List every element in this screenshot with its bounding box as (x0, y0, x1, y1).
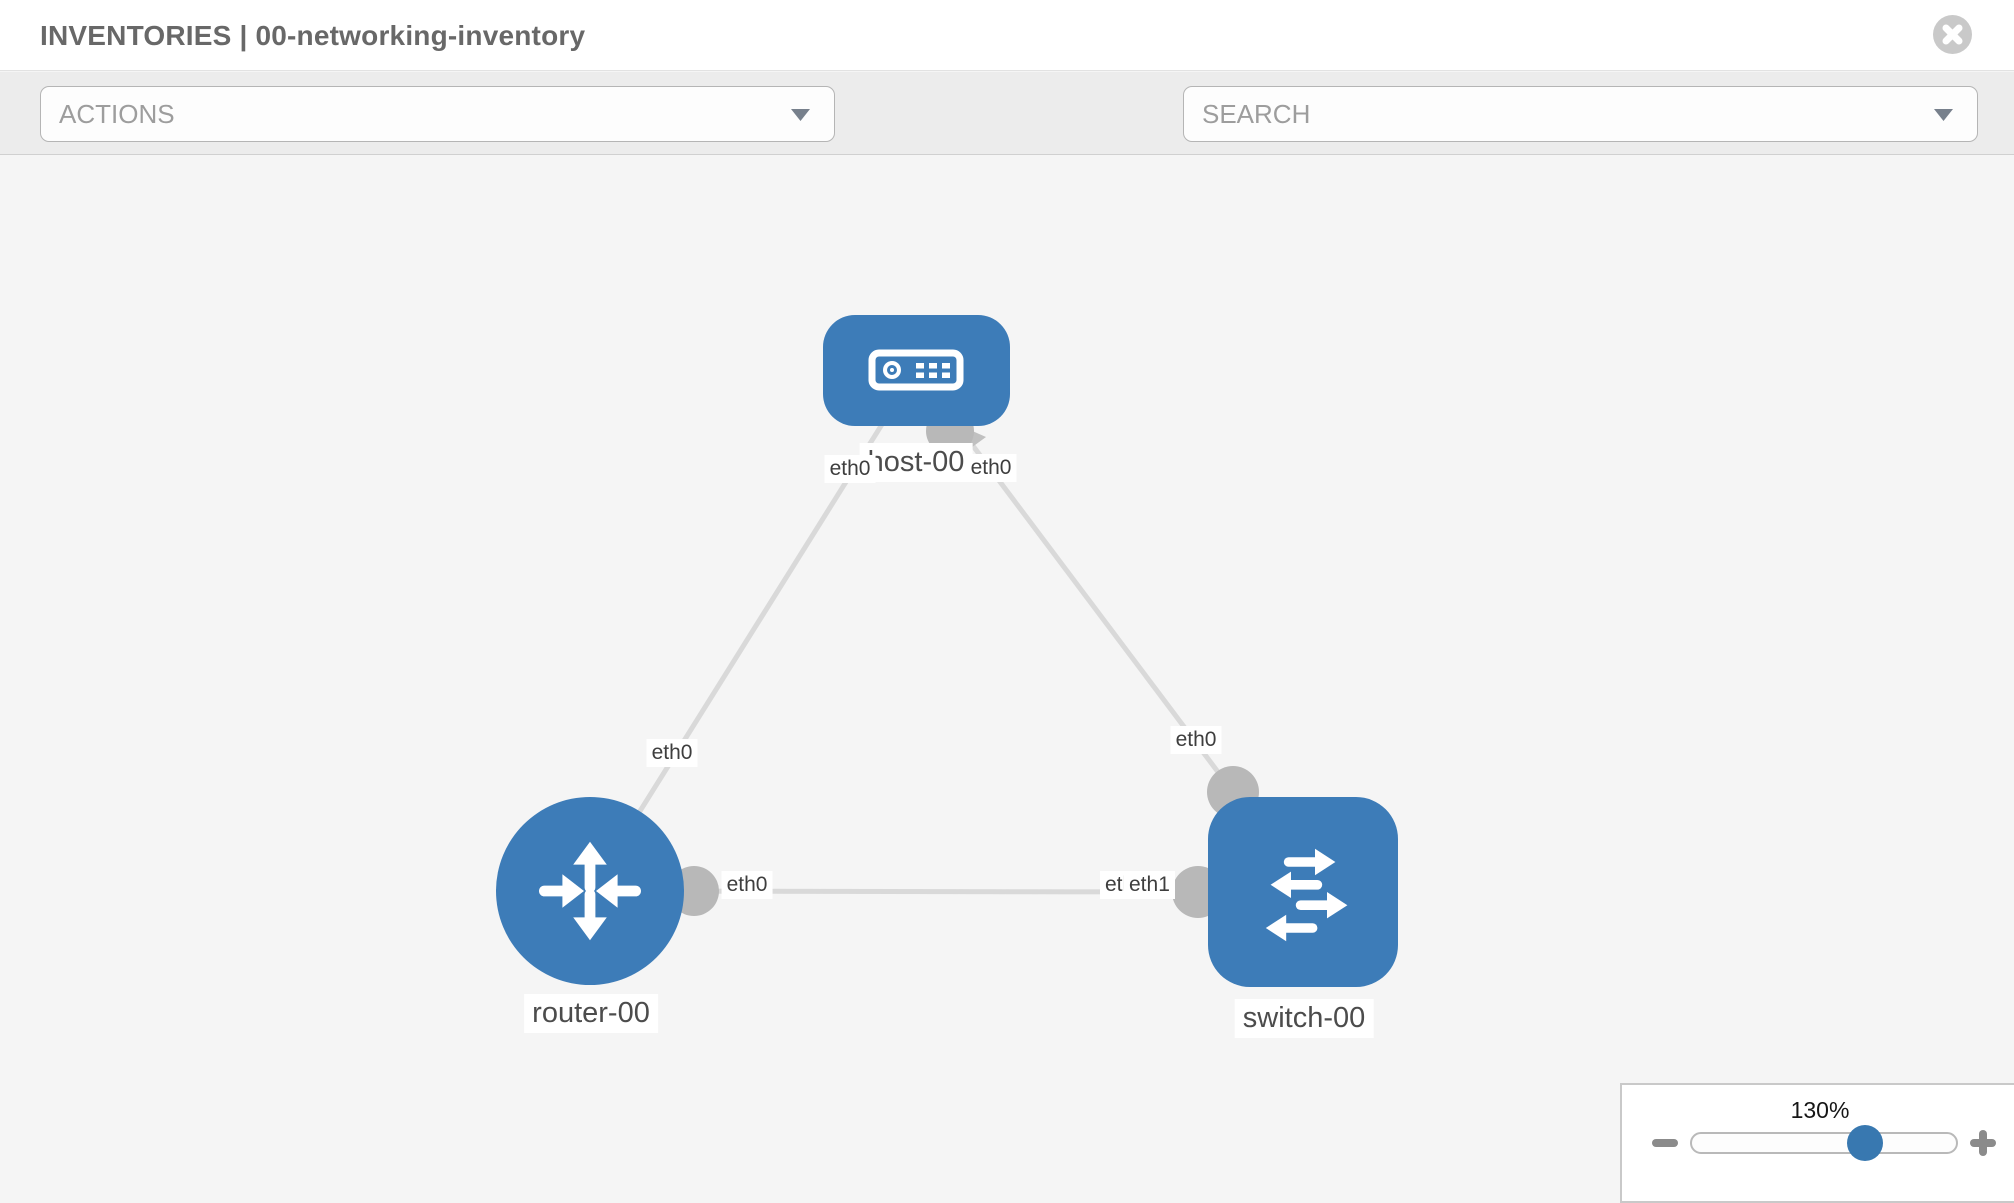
switch-icon (1265, 848, 1348, 942)
host-icon (868, 349, 964, 391)
search-box[interactable] (1183, 86, 1978, 142)
node-switch[interactable] (1208, 797, 1398, 987)
actions-dropdown[interactable]: ACTIONS (40, 86, 835, 142)
header: INVENTORIES | 00-networking-inventory (0, 0, 2014, 71)
node-label-switch: switch-00 (1234, 999, 1374, 1038)
close-button[interactable] (1933, 15, 1972, 54)
zoom-in-button[interactable] (1968, 1128, 1998, 1158)
zoom-slider-track[interactable] (1690, 1125, 1958, 1161)
iface-label-host-left: eth0 (824, 455, 876, 483)
zoom-panel: 130% (1620, 1083, 2014, 1203)
topology-canvas[interactable]: host-00 router-00 switch-00 eth0 eth0 et… (0, 155, 2014, 1200)
zoom-out-button[interactable] (1650, 1128, 1680, 1158)
minus-icon (1652, 1139, 1678, 1147)
zoom-level: 130% (1790, 1097, 1850, 1123)
search-input[interactable] (1184, 87, 1947, 141)
iface-label-router-right: eth0 (721, 871, 773, 899)
links-layer (587, 368, 1259, 918)
node-host[interactable] (823, 315, 1010, 426)
iface-label-host-right: eth0 (965, 454, 1017, 482)
toolbar: ACTIONS (0, 72, 2014, 206)
iface-label-switch-link: eth0 (1170, 726, 1222, 754)
iface-label-switch-left: eth1 (1124, 871, 1175, 899)
zoom-slider-thumb[interactable] (1847, 1125, 1883, 1161)
router-icon (539, 841, 641, 941)
iface-label-router-link: eth0 (646, 739, 698, 767)
page-title: INVENTORIES | 00-networking-inventory (40, 20, 586, 51)
actions-dropdown-label: ACTIONS (59, 99, 175, 129)
chevron-down-icon (1934, 109, 1953, 121)
node-label-host: host-00 (859, 443, 973, 482)
close-icon (1942, 24, 1963, 45)
chevron-down-icon (791, 109, 810, 121)
node-label-router: router-00 (524, 994, 658, 1033)
node-router[interactable] (496, 797, 684, 985)
